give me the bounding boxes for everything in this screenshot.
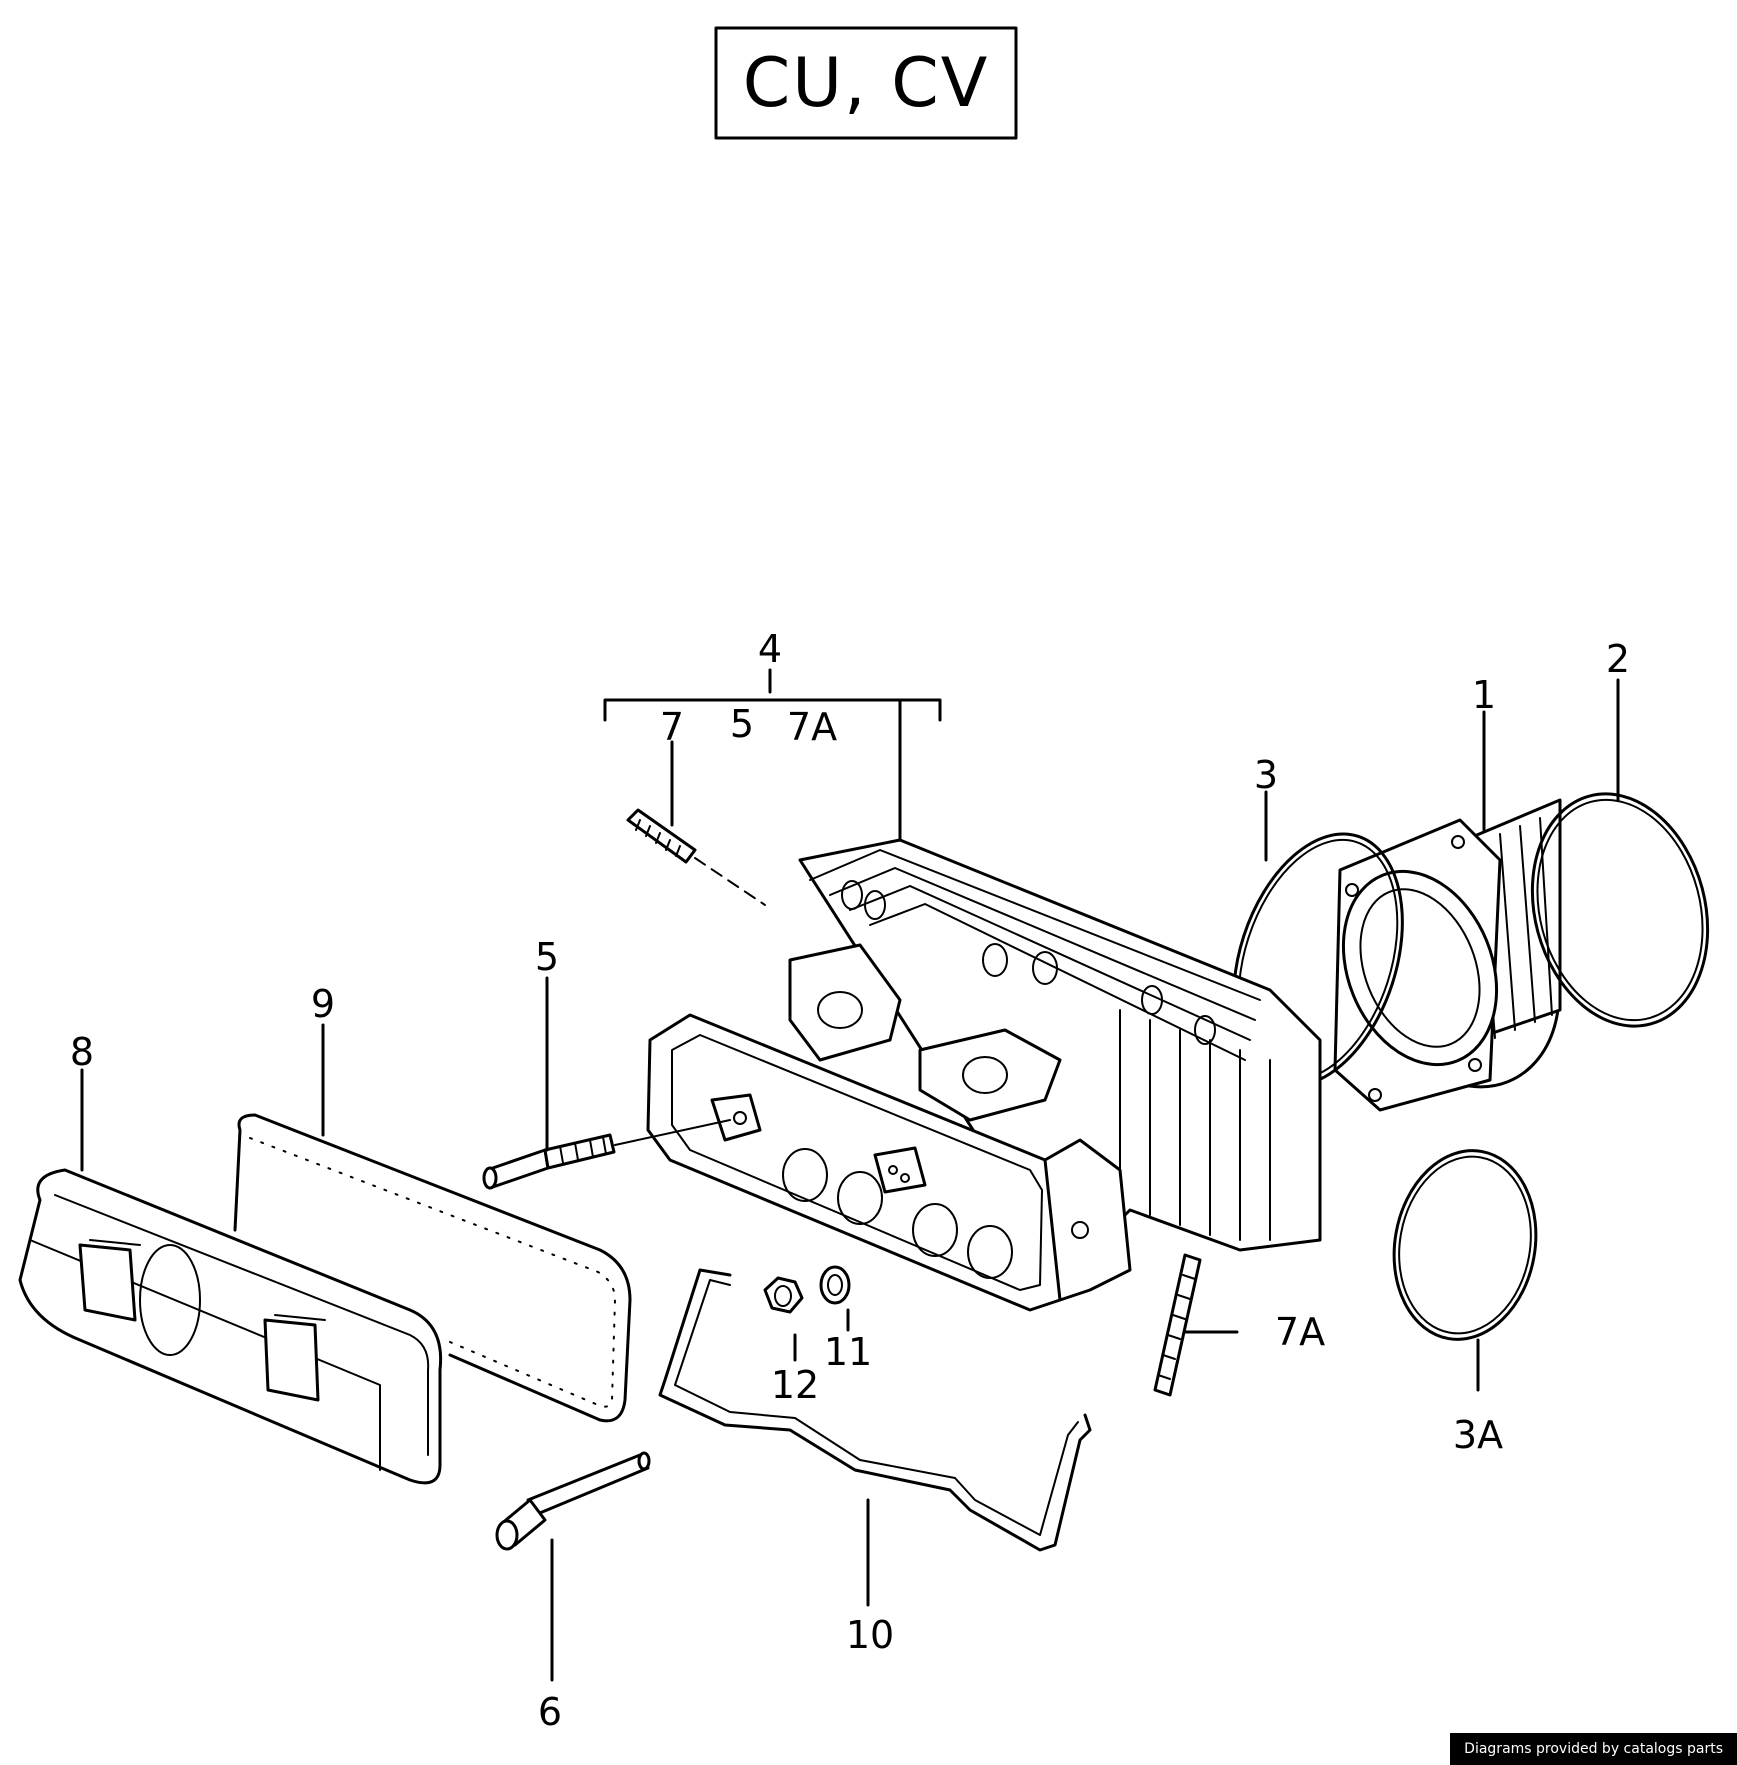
part-7a-stud[interactable]: [1153, 1253, 1202, 1397]
callout-7a: 7A: [1275, 1310, 1325, 1354]
part-1-cylinder[interactable]: [1316, 798, 1592, 1115]
part-6-bolt[interactable]: [495, 1451, 651, 1551]
part-10-bracket[interactable]: [658, 1268, 1092, 1552]
callout-8: 8: [70, 1030, 94, 1074]
callout-6: 6: [538, 1690, 562, 1734]
callout-10: 10: [846, 1613, 894, 1657]
part-7-stud[interactable]: [626, 808, 766, 906]
callout-5: 5: [535, 935, 559, 979]
callout-3a: 3A: [1453, 1413, 1503, 1457]
part-4-cylinder-head[interactable]: [646, 838, 1322, 1312]
part-9-gasket[interactable]: [233, 1113, 632, 1423]
title-frame: [714, 26, 1018, 140]
title-text: CU, CV: [743, 44, 989, 123]
part-8-valve-cover[interactable]: [18, 1168, 443, 1485]
callout-labels: 4 7 5 7A 1 2 3 3A 5 9 8 7A 12 11 10 6: [70, 627, 1630, 1734]
callout-1: 1: [1472, 673, 1496, 717]
part-3a-seal-ring[interactable]: [1380, 1139, 1551, 1350]
callout-4-sub-5: 5: [730, 702, 754, 746]
callout-4-sub-7: 7: [660, 705, 684, 749]
leader-lines: [80, 668, 1620, 1682]
part-12-nut[interactable]: [763, 1276, 804, 1314]
callout-4-sub-7a: 7A: [787, 705, 837, 749]
credit-badge: Diagrams provided by catalogs parts: [1450, 1733, 1737, 1765]
part-11-washer[interactable]: [819, 1265, 851, 1305]
callout-3: 3: [1254, 753, 1278, 797]
callout-11: 11: [824, 1330, 872, 1374]
callout-12: 12: [771, 1363, 819, 1407]
title-box: CU, CV: [714, 26, 1018, 140]
callout-2: 2: [1606, 637, 1630, 681]
callout-4: 4: [758, 627, 782, 671]
callout-9: 9: [311, 982, 335, 1026]
part-5-stud[interactable]: [482, 1119, 731, 1190]
part-2-seal-ring[interactable]: [1507, 774, 1732, 1046]
